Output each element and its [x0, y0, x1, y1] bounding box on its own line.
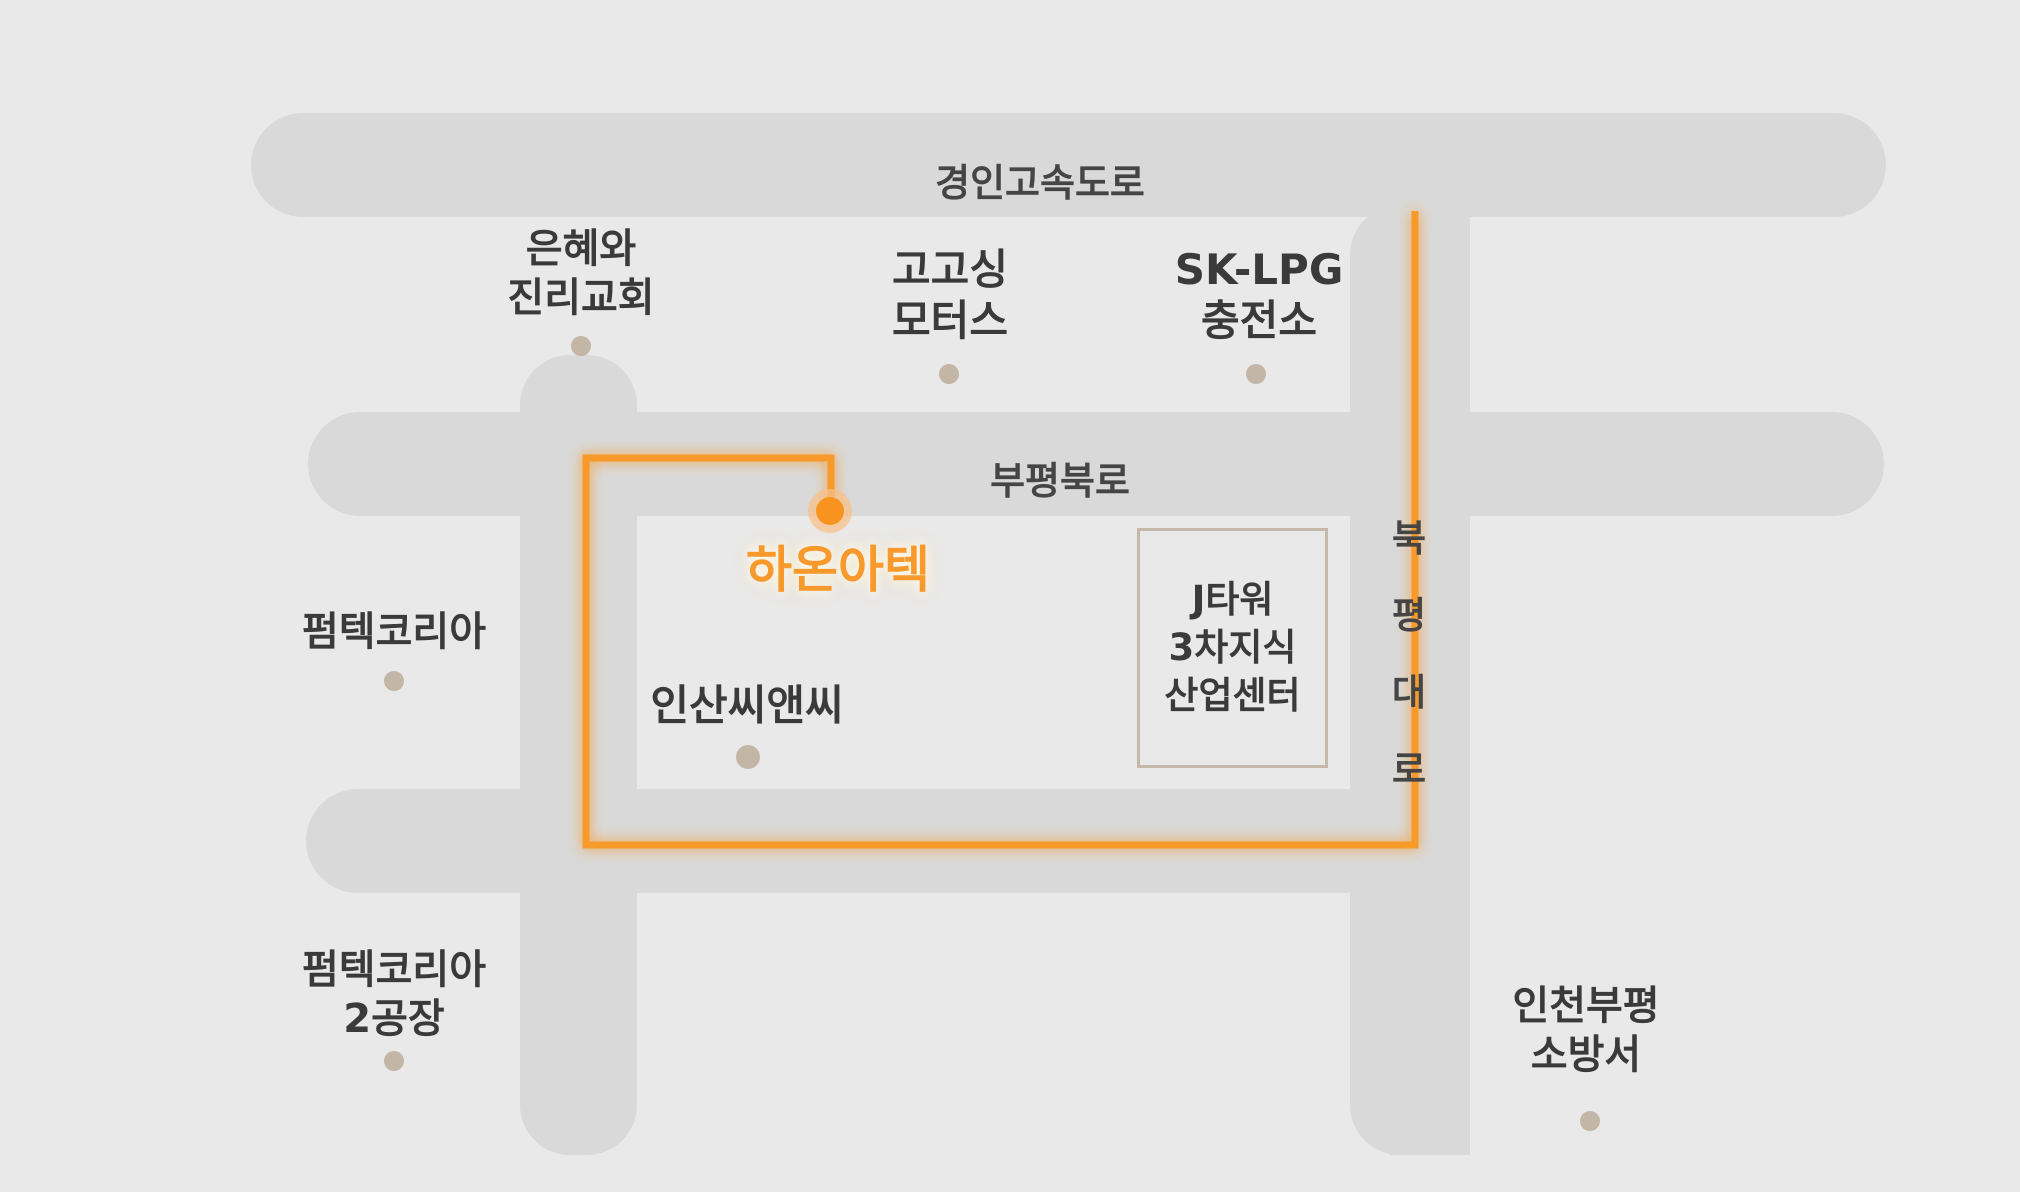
poi-label-sk-lpg: SK-LPG 충전소 [1174, 245, 1344, 346]
poi-label-insan: 인산씨앤씨 [650, 681, 844, 730]
j-tower-building: J타워 3차지식 산업센터 [1137, 528, 1328, 768]
road-label-top-highway: 경인고속도로 [935, 161, 1145, 205]
road-label-vertical-east: 북평대로 [1391, 517, 1427, 791]
route-path [582, 211, 1419, 849]
poi-label-fire-station: 인천부평 소방서 [1512, 983, 1660, 1078]
poi-dot-pumtech [384, 671, 404, 691]
poi-dot-gogosing [939, 364, 959, 384]
poi-label-pumtech: 펌텍코리아 [302, 609, 486, 655]
road-west-vertical [520, 355, 637, 1155]
poi-label-pumtech2: 펌텍코리아 2공장 [302, 947, 486, 1042]
destination-marker [816, 497, 844, 525]
poi-dot-pumtech2 [384, 1051, 404, 1071]
destination-label: 하온아텍 [746, 541, 930, 599]
building-label: J타워 3차지식 산업센터 [1164, 577, 1301, 718]
poi-label-church: 은혜와 진리교회 [507, 226, 655, 321]
road-label-middle: 부평북로 [990, 459, 1130, 503]
poi-label-gogosing: 고고싱 모터스 [892, 245, 1008, 346]
poi-dot-insan [736, 745, 760, 769]
road-east-vertical-right-lane [1390, 205, 1470, 1155]
road-lower-horizontal [306, 789, 1396, 893]
road-top-highway [251, 113, 1886, 217]
poi-dot-sk-lpg [1246, 364, 1266, 384]
poi-dot-fire-station [1580, 1111, 1600, 1131]
road-middle-horizontal [308, 412, 1884, 516]
poi-dot-church [571, 336, 591, 356]
